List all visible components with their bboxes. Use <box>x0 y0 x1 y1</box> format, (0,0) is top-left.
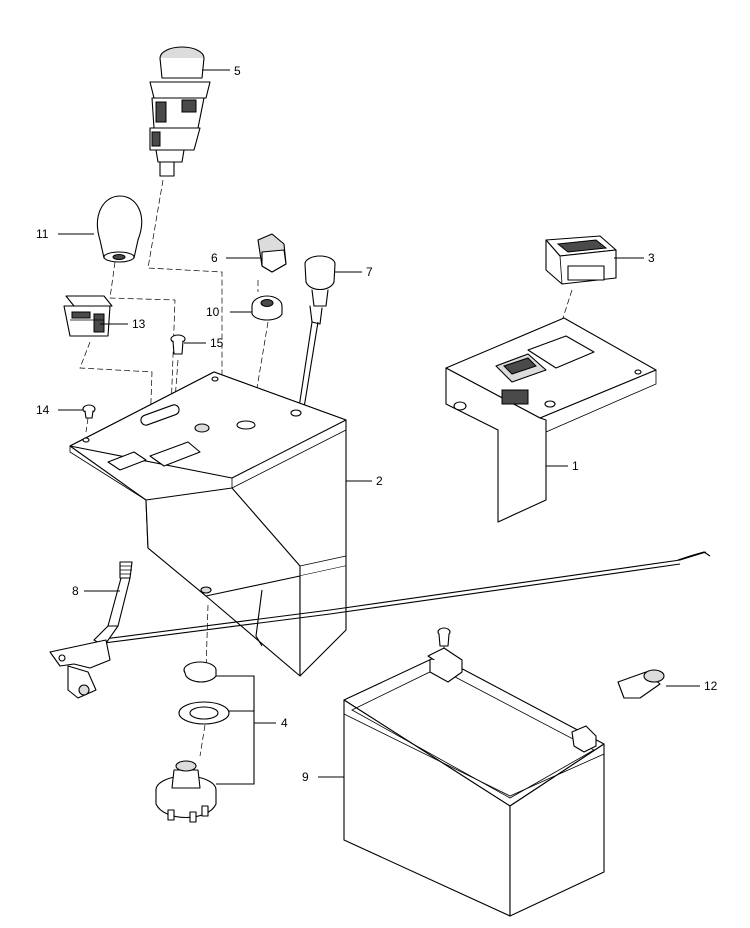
terminal-cover-part-12 <box>617 669 665 699</box>
callout-8: 8 <box>72 584 79 598</box>
callout-12: 12 <box>704 679 718 693</box>
callout-4: 4 <box>281 716 288 730</box>
callout-11: 11 <box>36 227 49 241</box>
throttle-lever-part-8 <box>49 561 133 699</box>
callout-6: 6 <box>211 251 218 265</box>
callout-14: 14 <box>36 403 50 417</box>
switch-part-3 <box>545 235 617 285</box>
callout-13: 13 <box>132 317 146 331</box>
choke-cable-part-7 <box>297 255 336 415</box>
rotary-knob-part-6 <box>257 233 287 273</box>
callout-labels: 1 2 3 4 5 6 7 8 9 10 11 12 13 14 15 <box>36 64 718 784</box>
control-panel-bracket-part-2 <box>69 371 347 677</box>
screw-part-14 <box>82 404 96 419</box>
callout-2: 2 <box>376 474 383 488</box>
cables <box>95 551 711 647</box>
screw-part-15 <box>170 334 186 355</box>
push-switch-part-5 <box>149 46 211 177</box>
rocker-switch-part-13 <box>63 295 113 337</box>
ignition-switch-part-4 <box>155 661 230 823</box>
grommet-part-10 <box>251 295 283 321</box>
leader-lines <box>58 69 700 785</box>
callout-10: 10 <box>206 305 220 319</box>
callout-1: 1 <box>572 459 579 473</box>
battery-part-9 <box>343 627 605 917</box>
callout-15: 15 <box>210 336 224 350</box>
lever-knob-part-11 <box>96 195 143 263</box>
callout-9: 9 <box>302 770 309 784</box>
side-bracket-part-1 <box>445 317 657 523</box>
callout-7: 7 <box>366 265 373 279</box>
callout-3: 3 <box>648 251 655 265</box>
callout-5: 5 <box>234 64 241 78</box>
